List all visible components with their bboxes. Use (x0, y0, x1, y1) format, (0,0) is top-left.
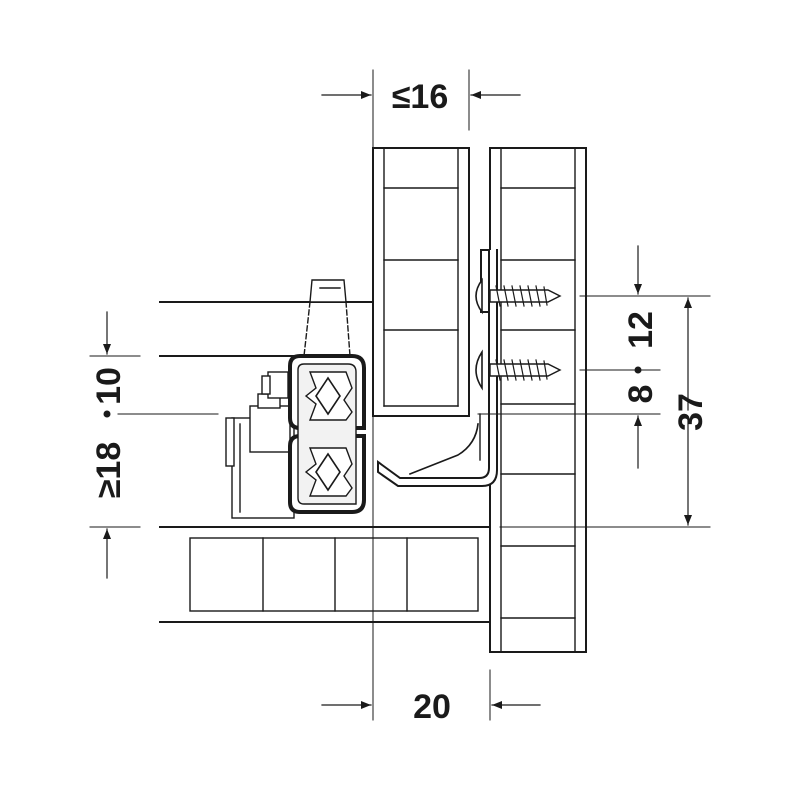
dimension-right-total: 37 (672, 393, 710, 431)
screw-upper (475, 277, 562, 315)
screw-lower (475, 349, 562, 391)
dimension-left-upper: 10 (90, 367, 128, 405)
locking-device (225, 371, 295, 519)
drawer-side-wall (372, 147, 470, 417)
cabinet-side-panel (489, 147, 587, 653)
mounting-bracket (377, 249, 498, 487)
drawer-bottom-tab (303, 279, 351, 357)
dimension-right-small: 8 (622, 385, 660, 404)
dimension-left-lower: ≥18 (90, 442, 128, 498)
reference-lines (89, 69, 711, 721)
dimension-bottom-width: 20 (413, 688, 451, 726)
dimension-right-mid: 12 (622, 311, 660, 349)
dimension-arrows (103, 91, 692, 709)
drawer-bottom-panel (159, 301, 374, 357)
cabinet-bottom-panel (159, 526, 491, 623)
runner-profile (288, 354, 366, 514)
dimension-top-width: ≤16 (392, 78, 448, 116)
reference-dots (103, 366, 642, 418)
